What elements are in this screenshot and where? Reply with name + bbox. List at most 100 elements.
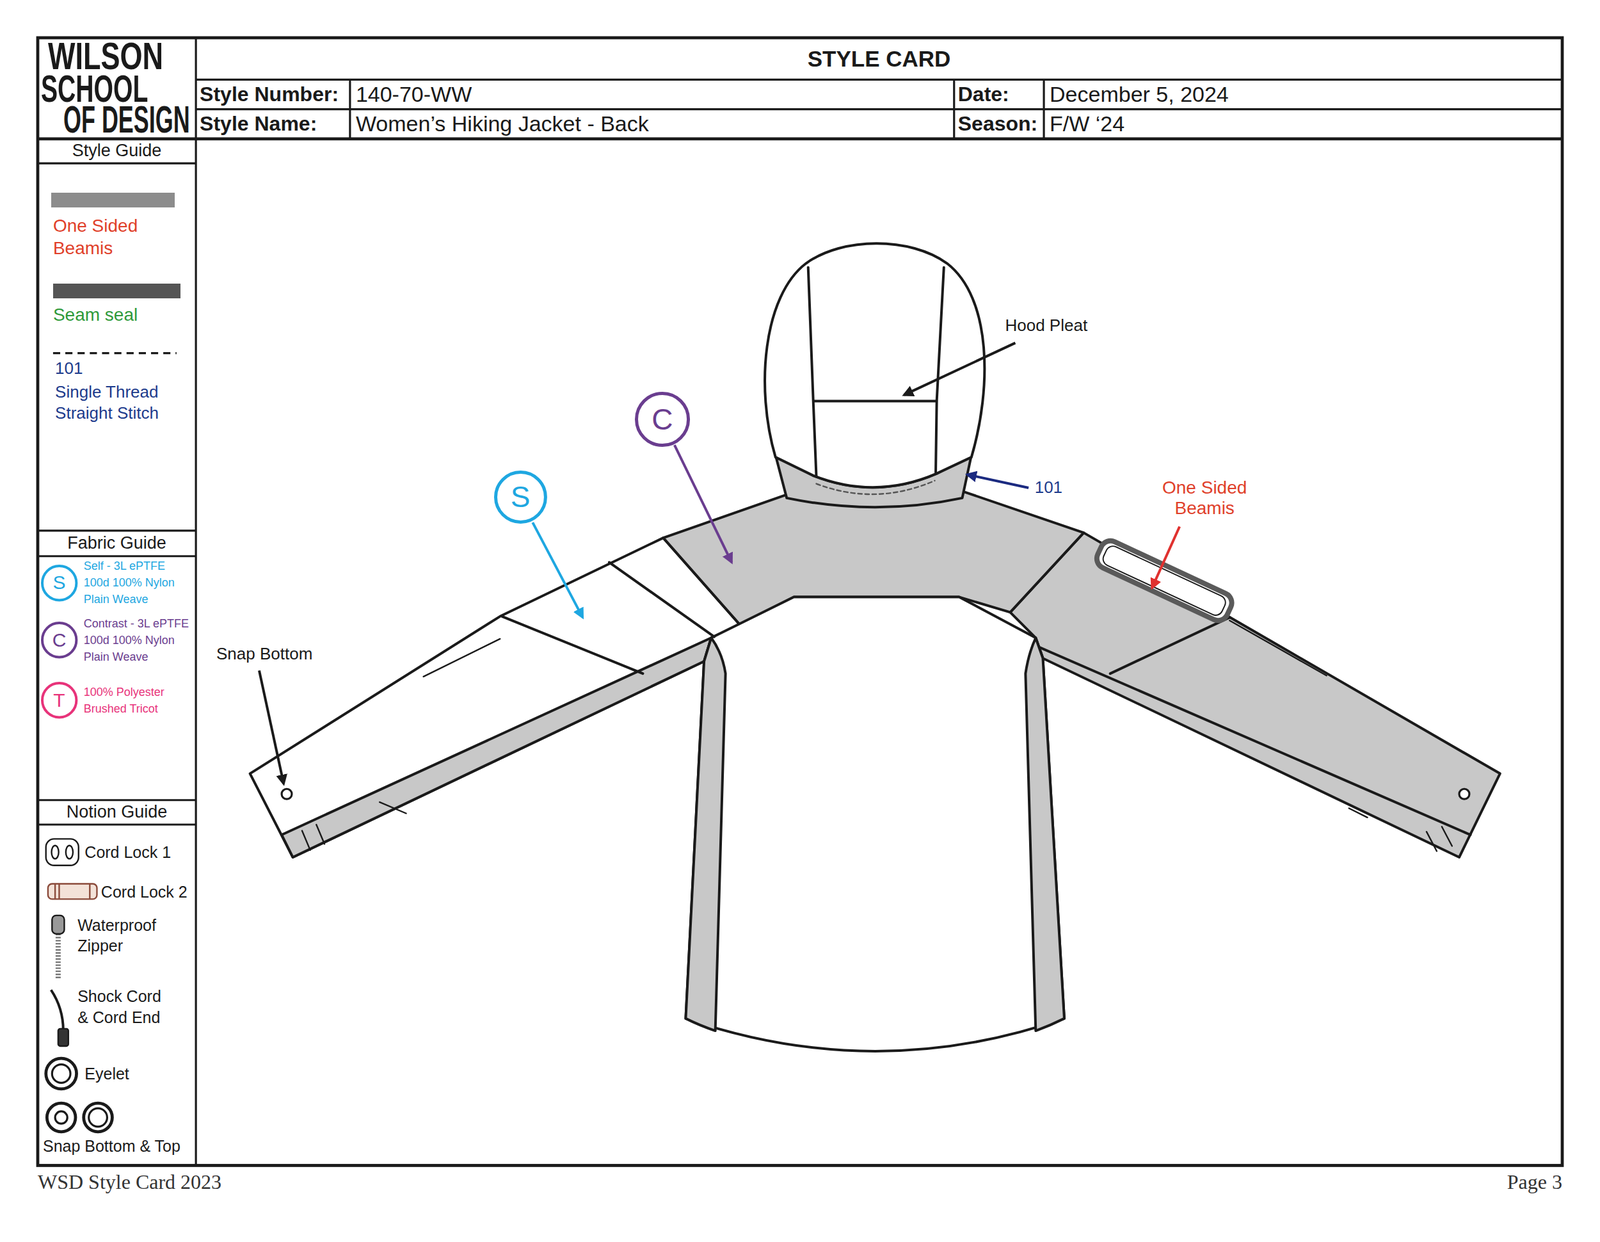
- card-title: STYLE CARD: [807, 46, 952, 72]
- stitch-legend: Single Thread Straight Stitch: [55, 381, 195, 424]
- logo-word: OF DESIGN: [63, 100, 191, 139]
- field-value: 140-70-WW: [350, 79, 955, 109]
- legend-text-cell: Single Thread Straight Stitch: [55, 381, 195, 424]
- zipper-slider: [51, 915, 64, 934]
- card-frame-part: [37, 161, 196, 164]
- callout-label: One Sided Beamis: [1150, 473, 1258, 523]
- hood: [764, 243, 985, 488]
- hood-seams: [808, 267, 944, 477]
- snap-top-icon-inner: [88, 1107, 108, 1127]
- snap-bottom-icon: [46, 1102, 76, 1132]
- legend-swatch: [53, 283, 181, 298]
- callout-label: Snap Bottom: [216, 644, 313, 664]
- legend-text-cell: Cord Lock 2: [101, 878, 193, 905]
- legend-text-cell: Seam seal: [53, 303, 194, 326]
- field-value: F/W ‘24: [1049, 111, 1125, 137]
- fabric-code: SSelf - 3L ePTFE 100d 100% Nylon Plain W…: [40, 564, 78, 601]
- field-name: Season:: [958, 112, 1038, 136]
- left-underarm-panel: [281, 637, 712, 857]
- legend-text-cell: Waterproof Zipper: [77, 914, 174, 957]
- guide-panel: Fabric GuideSSelf - 3L ePTFE 100d 100% N…: [37, 530, 196, 800]
- field-value: F/W ‘24: [1043, 109, 1563, 139]
- beamis-pocket-part: [1100, 543, 1228, 617]
- callout-label: Hood Pleat: [1004, 314, 1138, 337]
- fabric-letter: T: [40, 681, 78, 719]
- legend-swatch: [51, 192, 175, 207]
- guide-samples: [46, 353, 177, 1132]
- legend-text-cell: Shock Cord & Cord End: [77, 985, 174, 1028]
- card-frame-part: [195, 78, 1563, 81]
- callout-label: Hood Pleat: [1004, 316, 1088, 336]
- snap-right: [1459, 788, 1470, 799]
- leader-lines-part: [674, 444, 732, 562]
- panel-heading: Fabric Guide: [37, 530, 196, 557]
- legend-text-cell: One Sided Beamis: [53, 214, 194, 260]
- card-frame-part: [37, 136, 1563, 141]
- back-body: [685, 597, 1065, 1051]
- right-underarm-line: [1038, 647, 1471, 835]
- snap-bottom-icon-inner: [55, 1111, 68, 1124]
- field-name: Date:: [954, 79, 1044, 109]
- zipper-teeth: [55, 933, 61, 980]
- card-frame-part: [37, 554, 196, 557]
- field-value: 140-70-WW: [355, 81, 472, 107]
- leader-lines-part: [532, 522, 583, 617]
- fabric-description: Contrast - 3L ePTFE 100d 100% Nylon Plai…: [83, 615, 194, 665]
- fabric-code: T100% Polyester Brushed Tricot: [40, 681, 78, 719]
- fabric-callout: C: [634, 391, 690, 447]
- cord-lock-2-icon: [48, 883, 98, 899]
- fabric-letter: S: [494, 470, 548, 524]
- card-frame-part: [195, 108, 1563, 111]
- stitch-number: 101: [1034, 478, 1063, 498]
- card-frame-part: [37, 798, 196, 801]
- stitch-legend: Seam seal: [53, 303, 138, 326]
- eyelet-icon-inner: [51, 1064, 71, 1083]
- logo-word: WILSON: [48, 39, 191, 74]
- field-name: Style Name:: [199, 112, 317, 136]
- leader-lines-part: [967, 474, 1029, 488]
- panel-heading: Notion Guide: [37, 800, 196, 825]
- sleeve-seams: [501, 561, 1230, 674]
- card-frame-part: [37, 823, 196, 825]
- field-value: December 5, 2024: [1049, 81, 1229, 107]
- notion-legend: Cord Lock 1: [84, 842, 171, 862]
- stitch-legend: One Sided Beamis: [53, 214, 194, 260]
- notion-legend: Waterproof Zipper: [77, 914, 174, 957]
- beamis-pocket-part: [1093, 537, 1236, 624]
- right-sleeve: [1009, 532, 1500, 857]
- card-frame-part: [348, 79, 351, 139]
- guide-panel: Style Guide: [37, 138, 196, 531]
- card-frame-part: [952, 79, 955, 139]
- shock-cord-icon: [51, 989, 64, 1031]
- logo-word: OF DESIGN: [63, 101, 191, 137]
- fabric-code: CContrast - 3L ePTFE 100d 100% Nylon Pla…: [40, 621, 78, 658]
- legend-text-cell: Cord Lock 1: [84, 839, 192, 866]
- field-name: Style Name:: [195, 109, 351, 139]
- stitch-number: 101: [55, 359, 83, 379]
- field-name: Style Number:: [195, 79, 351, 109]
- notion-legend: Cord Lock 2: [101, 882, 188, 902]
- panel-heading: Style Guide: [37, 138, 196, 164]
- card-title-cell: STYLE CARD: [195, 37, 1563, 80]
- fabric-description: 100% Polyester Brushed Tricot: [83, 683, 194, 717]
- card-frame-part: [1042, 79, 1045, 139]
- stitch-number: 101: [55, 359, 188, 379]
- fabric-description: Self - 3L ePTFE 100d 100% Nylon Plain We…: [83, 557, 194, 608]
- leader-lines-part: [259, 670, 284, 784]
- legend-text-cell: Snap Bottom & Top: [42, 1133, 194, 1158]
- callout-label: One Sided Beamis: [1150, 477, 1258, 519]
- leader-lines: [259, 343, 1180, 784]
- cord-lock-2-ribs: [55, 883, 90, 899]
- beamis-pocket: [1093, 537, 1236, 624]
- page-number: Page 3: [1507, 1169, 1563, 1194]
- fabric-letter: C: [634, 391, 690, 447]
- field-name: Date:: [958, 82, 1010, 107]
- leader-lines-part: [904, 343, 1016, 395]
- eyelet-icon: [46, 1057, 77, 1089]
- notion-legend: Shock Cord & Cord End: [77, 985, 174, 1028]
- field-value: Women’s Hiking Jacket - Back: [355, 111, 649, 137]
- fabric-letter: S: [40, 564, 78, 601]
